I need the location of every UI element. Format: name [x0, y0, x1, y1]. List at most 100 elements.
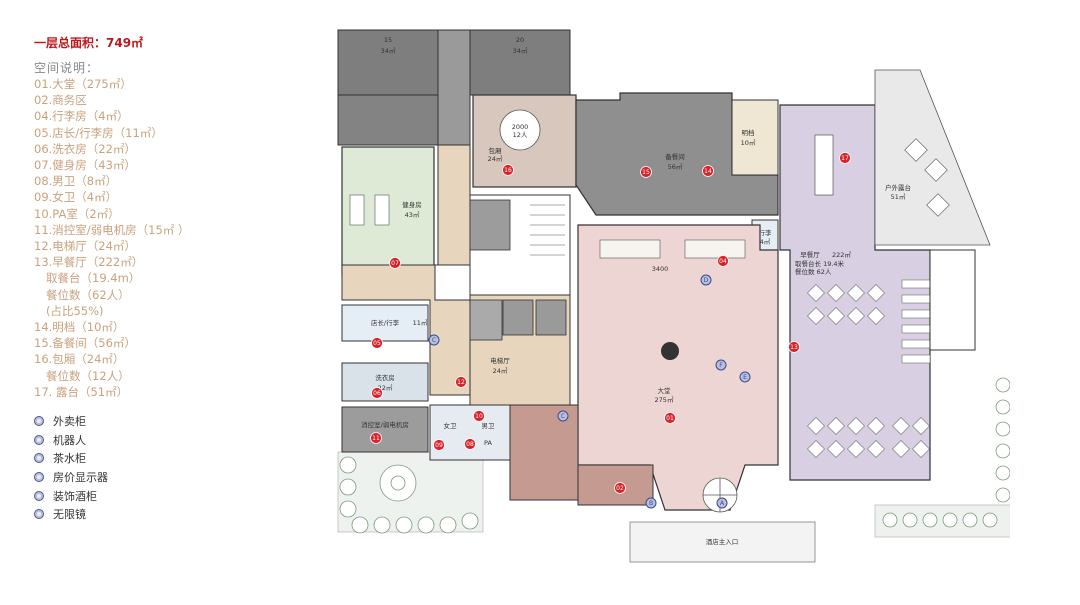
- fire-control-room: [341, 406, 429, 453]
- legend-item: 13.早餐厅（222㎡）: [34, 255, 144, 270]
- device-label: 外卖柜: [53, 415, 86, 429]
- device-d-icon: [34, 472, 44, 483]
- svg-text:17: 17: [841, 155, 849, 162]
- dimension-3400: 3400: [652, 265, 669, 273]
- device-legend-row: 茶水柜: [34, 449, 108, 468]
- marker-14: 14: [702, 165, 714, 177]
- room-20-area: 34㎡: [513, 46, 528, 55]
- lobby-area: 275㎡: [655, 395, 674, 404]
- device-marker-b: B: [645, 497, 657, 509]
- legend-item: 12.电梯厅（24㎡）: [34, 239, 136, 254]
- manager-luggage-label: 店长/行李: [371, 318, 400, 327]
- svg-text:02: 02: [616, 485, 624, 492]
- gym-area: 43㎡: [405, 210, 420, 219]
- legend-subitem: 取餐台（19.4m）: [46, 271, 141, 286]
- svg-text:10: 10: [475, 413, 483, 420]
- svg-text:16: 16: [504, 167, 512, 174]
- legend-subitem: 餐位数（62人）: [46, 287, 130, 302]
- breakfast-note-2: 餐位数 62人: [795, 267, 832, 276]
- revolving-door: [702, 477, 738, 513]
- device-e-icon: [34, 490, 44, 501]
- floor-plan: 15 34㎡ 20 34㎡ 健身房 43㎡ 电梯厅 24㎡ 店长/行李 11㎡ …: [337, 29, 1010, 563]
- open-kitchen-area: 10㎡: [741, 138, 756, 147]
- svg-text:D: D: [704, 277, 709, 284]
- luggage-label: 行李: [759, 228, 773, 237]
- luggage-area: 4㎡: [760, 237, 771, 246]
- legend-item: 10.PA室（2㎡）: [34, 206, 120, 221]
- device-f-icon: [34, 509, 44, 520]
- total-area-title: 一层总面积：749㎡: [34, 36, 144, 50]
- garden-right-trees: [882, 377, 1010, 528]
- device-legend-row: 房价显示器: [34, 468, 108, 487]
- device-c-icon: [34, 453, 44, 464]
- marker-08: 08: [464, 438, 476, 450]
- laundry-area: 22㎡: [378, 383, 393, 392]
- device-label: 房价显示器: [53, 471, 108, 485]
- marker-01: 01: [664, 412, 676, 424]
- marker-17: 17: [839, 152, 851, 164]
- svg-text:07: 07: [391, 260, 399, 267]
- svg-text:08: 08: [466, 441, 474, 448]
- dining-tables: [807, 279, 931, 458]
- marker-02: 02: [614, 482, 626, 494]
- marker-09: 09: [433, 439, 445, 451]
- svg-text:E: E: [743, 374, 747, 381]
- service-room: [469, 299, 503, 341]
- buffet-counter: [814, 134, 834, 196]
- entrance-label: 酒店主入口: [706, 537, 739, 546]
- garden-left-trees: [339, 456, 479, 534]
- business-area: [509, 404, 579, 501]
- elevator-hall-area: 24㎡: [493, 366, 508, 375]
- right-stair: [929, 249, 976, 351]
- marker-16: 16: [502, 164, 514, 176]
- legend-item: 17. 露台（51㎡）: [34, 384, 129, 399]
- space-description-heading: 空间说明：: [34, 61, 100, 75]
- legend-item: 16.包厢（24㎡）: [34, 352, 125, 367]
- manager-luggage-room: [341, 304, 429, 342]
- svg-text:05: 05: [373, 340, 381, 347]
- legend-item: 06.洗衣房（22㎡）: [34, 141, 136, 156]
- room-20-label: 20: [516, 36, 524, 44]
- svg-text:C: C: [432, 337, 436, 344]
- legend-subitem: (占比55%): [46, 303, 104, 318]
- device-legend-row: 外卖柜: [34, 412, 108, 431]
- device-marker-c2: C: [428, 334, 440, 346]
- device-label: 茶水柜: [53, 452, 86, 466]
- male-wc-label: 男卫: [482, 422, 496, 430]
- terrace-label: 户外露台: [885, 183, 911, 192]
- legend-item: 02.商务区: [34, 93, 87, 108]
- legend-item: 01.大堂（275㎡）: [34, 77, 132, 91]
- device-b-icon: [34, 434, 44, 445]
- breakfast-note-1: 取餐台长 19.4米: [795, 259, 845, 268]
- prep-room-area: 56㎡: [668, 162, 683, 171]
- terrace-area: 51㎡: [891, 192, 906, 201]
- table-seats-label: 12人: [513, 131, 528, 139]
- svg-text:F: F: [719, 362, 723, 369]
- room-15-block: [337, 29, 439, 96]
- svg-text:14: 14: [704, 168, 712, 175]
- legend-item: 14.明档（10㎡）: [34, 320, 125, 335]
- room-20-block: [469, 29, 571, 96]
- elevator-shafts: [502, 299, 567, 336]
- device-label: 装饰酒柜: [53, 489, 97, 503]
- manager-luggage-area: 11㎡: [413, 318, 428, 327]
- restroom-block: [429, 404, 511, 461]
- entrance-steps: [629, 521, 816, 563]
- svg-text:B: B: [649, 500, 653, 507]
- gym-label: 健身房: [402, 200, 422, 209]
- prep-room-label: 备餐间: [665, 152, 685, 161]
- device-legend: 外卖柜 机器人 茶水柜 房价显示器 装饰酒柜 无限镜: [34, 412, 108, 524]
- treadmill: [374, 194, 390, 226]
- treadmill: [349, 194, 365, 226]
- legend-item: 04.行李房（4㎡）: [34, 109, 129, 124]
- storage-row: [337, 94, 439, 146]
- marker-04: 04: [717, 255, 729, 267]
- svg-text:09: 09: [435, 442, 443, 449]
- reception-desk: [684, 239, 746, 259]
- device-marker-e: E: [739, 371, 751, 383]
- lobby-label: 大堂: [658, 386, 672, 395]
- private-room-area: 24㎡: [488, 154, 503, 163]
- svg-text:A: A: [720, 500, 725, 507]
- legend-panel: 一层总面积：749㎡ 空间说明： 01.大堂（275㎡） 02.商务区 04.行…: [34, 34, 314, 400]
- device-label: 机器人: [53, 433, 86, 447]
